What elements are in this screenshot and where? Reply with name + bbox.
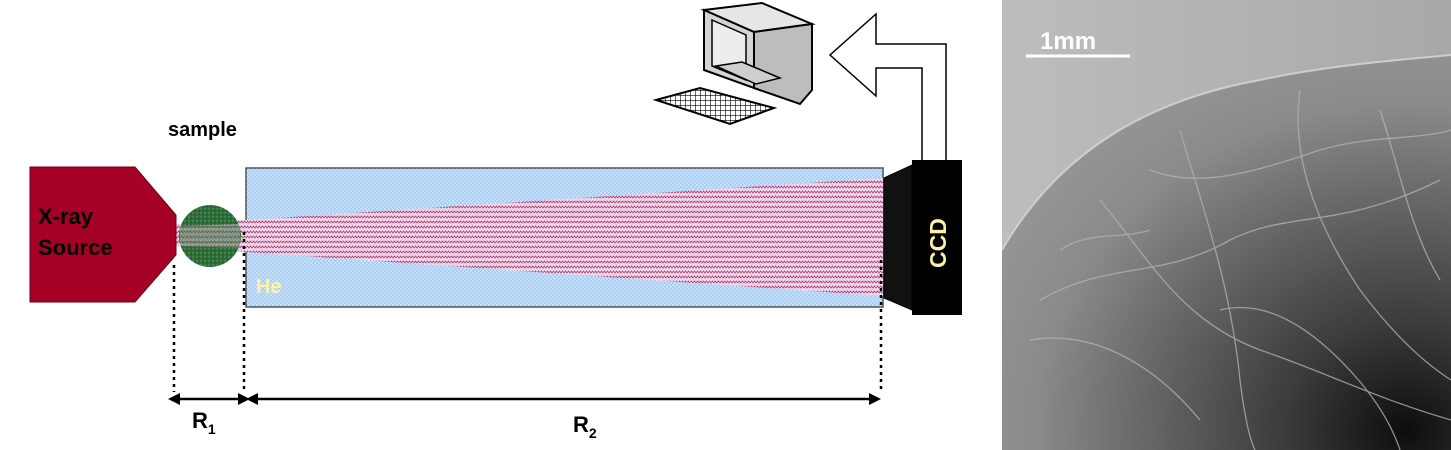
sample-sphere [179,205,241,267]
xray-beam [176,178,883,296]
r1-label: R1 [192,408,216,437]
ccd-label: CCD [925,218,951,268]
source-label-line2: Source [38,235,113,260]
keyboard-icon [652,86,778,126]
r2-label: R2 [573,412,597,441]
scale-bar-label: 1mm [1040,28,1096,55]
r2-dimension-arrow [246,393,881,405]
helium-label: He [256,276,282,298]
data-flow-arrow-icon [828,12,947,160]
micrograph-image: 1mm [1002,0,1451,450]
r1-dimension-arrow [168,393,250,405]
computer-monitor-icon [700,1,816,106]
source-label-line1: X-ray [38,204,94,229]
xray-source: X-ray Source [29,166,177,303]
ccd-detector: CCD [883,160,962,315]
sample-label: sample [168,119,237,141]
distance-guides [172,232,883,392]
